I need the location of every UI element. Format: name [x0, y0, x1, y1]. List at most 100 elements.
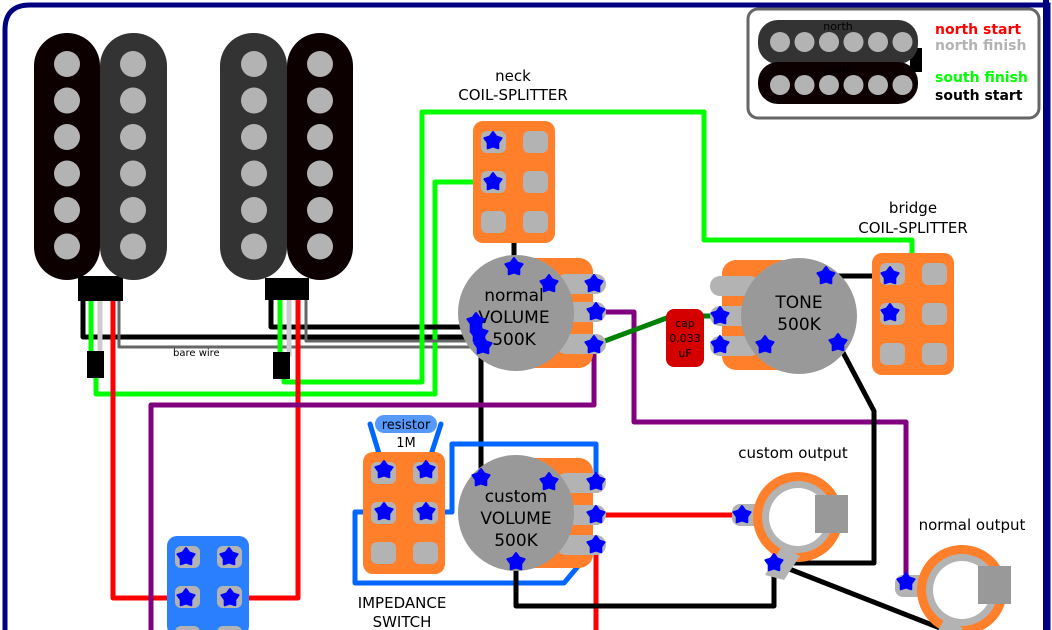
solder-joint [471, 468, 491, 487]
switch-lug [175, 626, 200, 630]
pole-piece [54, 51, 80, 77]
pole-piece [307, 124, 333, 150]
bridge-splitter-label-2: COIL-SPLITTER [858, 219, 968, 237]
legend-pole [892, 75, 913, 95]
legend-pole [819, 75, 839, 95]
pole-piece [307, 51, 333, 77]
pole-piece [241, 233, 267, 260]
solder-joint [896, 572, 916, 591]
pole-piece [307, 160, 333, 187]
bridge-wire-connector [273, 352, 290, 379]
cap-label-3: uF [678, 347, 691, 360]
wire-vol-to-cap [591, 313, 675, 348]
legend-pole-pieces [770, 32, 913, 95]
legend-north-finish: north finish [935, 38, 1026, 54]
custom-output-jack[interactable] [732, 472, 848, 580]
wire-output-ground-link [771, 560, 948, 630]
impedance-label-1: IMPEDANCE [358, 594, 447, 612]
solder-joint [828, 333, 848, 352]
switch-lug [217, 626, 242, 630]
bridge-humbucker [220, 33, 353, 379]
pole-piece [307, 197, 333, 223]
neck-coil-south [100, 33, 167, 280]
wire-purple-switch [148, 342, 597, 630]
solder-joint [880, 303, 900, 322]
solder-joint [416, 502, 436, 521]
neck-wire-connector [87, 351, 104, 378]
solder-joint [586, 505, 606, 524]
pole-piece [54, 87, 80, 114]
neck-splitter-label-2: COIL-SPLITTER [458, 86, 568, 104]
normal-output-jack[interactable] [895, 545, 1011, 630]
switch-lug [371, 542, 396, 564]
legend-pole [819, 32, 839, 52]
pole-piece [241, 124, 267, 150]
switch-lug [880, 343, 905, 365]
solder-joint [816, 266, 836, 285]
legend-south-finish: south finish [935, 70, 1028, 86]
solder-joint [732, 505, 752, 524]
solder-joints [176, 131, 916, 607]
bridge-pole-pieces [241, 51, 333, 260]
pole-piece [241, 197, 267, 223]
legend-pole [843, 32, 864, 52]
wire-neck-green-run [93, 179, 496, 397]
wire-bridge-red [227, 297, 301, 601]
pole-piece [241, 160, 267, 187]
pole-piece [120, 197, 146, 223]
wire-normal-vol-output [593, 309, 909, 585]
bridge-splitter-label-1: bridge [889, 199, 937, 217]
normal-volume-pot[interactable]: normal VOLUME 500K [458, 255, 606, 371]
solder-joint [586, 535, 606, 554]
legend-pole [843, 75, 864, 95]
wire-neck-bare [117, 298, 480, 349]
solder-joint [504, 257, 524, 276]
solder-joint [483, 131, 503, 150]
resistor-value: 1M [396, 436, 416, 451]
legend-north-start: north start [935, 22, 1021, 38]
solder-joint [176, 547, 196, 566]
solder-joint [584, 274, 604, 293]
tone-label-2: 500K [777, 315, 821, 335]
normal-output-label: normal output [919, 516, 1026, 534]
wire-neck-black [80, 297, 481, 340]
bridge-coil-splitter-switch[interactable] [872, 253, 954, 375]
legend-pole [794, 32, 815, 52]
legend-pole [868, 32, 888, 52]
wire-tone-ground [771, 340, 877, 566]
solder-joint [539, 274, 559, 293]
pole-piece [307, 233, 333, 260]
pole-piece [120, 233, 146, 260]
solder-joint [374, 460, 394, 479]
solder-joint [586, 302, 606, 321]
solder-joint [416, 460, 436, 479]
pole-piece [120, 87, 146, 114]
legend-south-start: south start [935, 88, 1023, 104]
custom-output-label: custom output [738, 444, 848, 462]
solder-joint [473, 336, 493, 355]
switch-lug [523, 131, 548, 153]
tone-pot[interactable]: TONE 500K [710, 258, 857, 374]
pole-piece [307, 87, 333, 114]
switch-lug [523, 211, 548, 233]
neck-splitter-label-1: neck [495, 67, 531, 85]
legend-pole [868, 75, 888, 95]
bridge-coil-south [220, 33, 287, 280]
solder-joint [710, 306, 730, 325]
switch-lug [481, 211, 506, 233]
legend-pole [770, 75, 790, 95]
pickup-selector-switch[interactable] [167, 536, 249, 630]
neck-humbucker [34, 33, 167, 378]
pole-piece [120, 51, 146, 77]
solder-joint [506, 552, 526, 571]
solder-joint [880, 266, 900, 285]
switch-lug [922, 263, 947, 285]
neck-pole-pieces [54, 51, 146, 260]
bridge-coil-north [287, 33, 353, 280]
switch-lug [523, 171, 548, 193]
neck-coil-north [34, 33, 100, 280]
pole-piece [54, 160, 80, 187]
solder-joint [483, 172, 503, 191]
solder-joint [710, 335, 730, 354]
